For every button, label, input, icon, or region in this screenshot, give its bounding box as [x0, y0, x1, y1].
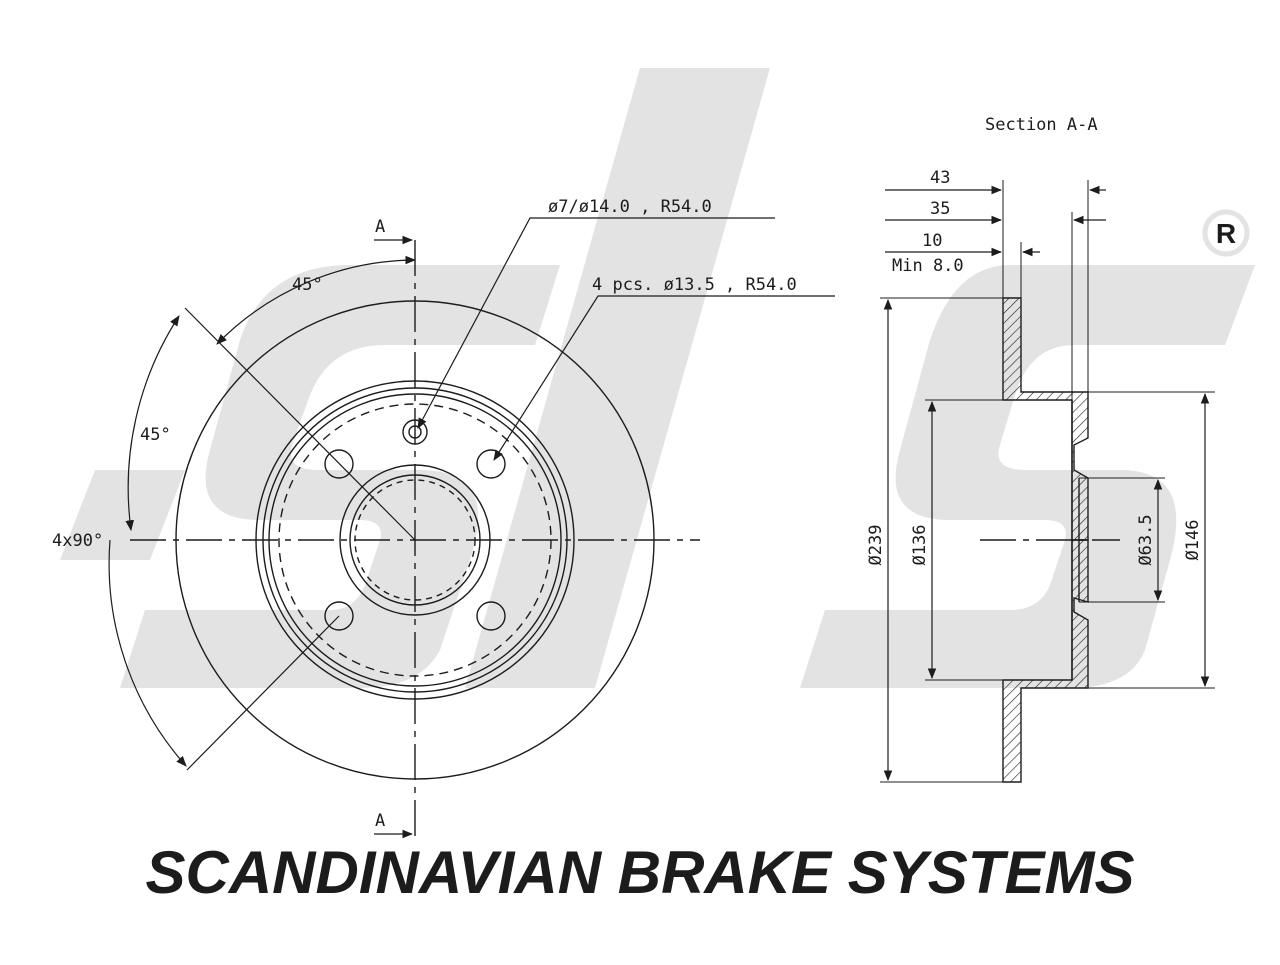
angle-spacing-label: 4x90° — [52, 531, 103, 551]
leader-bolt-holes — [493, 295, 835, 461]
dim-hub-bore: Ø63.5 — [1136, 514, 1156, 565]
dim-min-thickness: Min 8.0 — [892, 256, 964, 276]
front-view — [108, 217, 835, 840]
bolt-hole — [324, 449, 354, 479]
callout-bolt-holes: 4 pcs. ø13.5 , R54.0 — [592, 275, 797, 295]
section-marker-bottom: A — [375, 811, 385, 831]
dim-hat-diameter: Ø136 — [910, 525, 930, 566]
brand-watermark-text: SCANDINAVIAN BRAKE SYSTEMS — [146, 839, 1135, 906]
registered-trademark-icon: R — [1202, 209, 1250, 257]
section-title: Section A-A — [985, 115, 1098, 135]
angle-label-mid: 45° — [140, 425, 171, 445]
dim-overall-height: 43 — [930, 168, 950, 188]
bolt-hole — [324, 601, 354, 631]
reference-line-45 — [184, 307, 416, 541]
dim-thickness: 10 — [922, 231, 942, 251]
svg-text:R: R — [1216, 218, 1236, 249]
bolt-hole — [476, 601, 506, 631]
angle-arc-lower — [108, 539, 187, 767]
dim-hat-height: 35 — [930, 199, 950, 219]
reference-line-lower — [186, 615, 340, 771]
section-view — [880, 180, 1215, 783]
angle-arc-mid — [125, 315, 180, 532]
callout-small-hole: ø7/ø14.0 , R54.0 — [548, 197, 712, 217]
dim-hat-outer: Ø146 — [1183, 520, 1203, 561]
leader-small-hole — [417, 217, 775, 429]
bolt-holes — [324, 449, 506, 631]
section-marker-top: A — [375, 217, 385, 237]
bolt-hole — [476, 449, 506, 479]
dim-outer-diameter: Ø239 — [866, 525, 886, 566]
angle-arc-top — [216, 255, 417, 345]
angle-label-top: 45° — [292, 275, 323, 295]
